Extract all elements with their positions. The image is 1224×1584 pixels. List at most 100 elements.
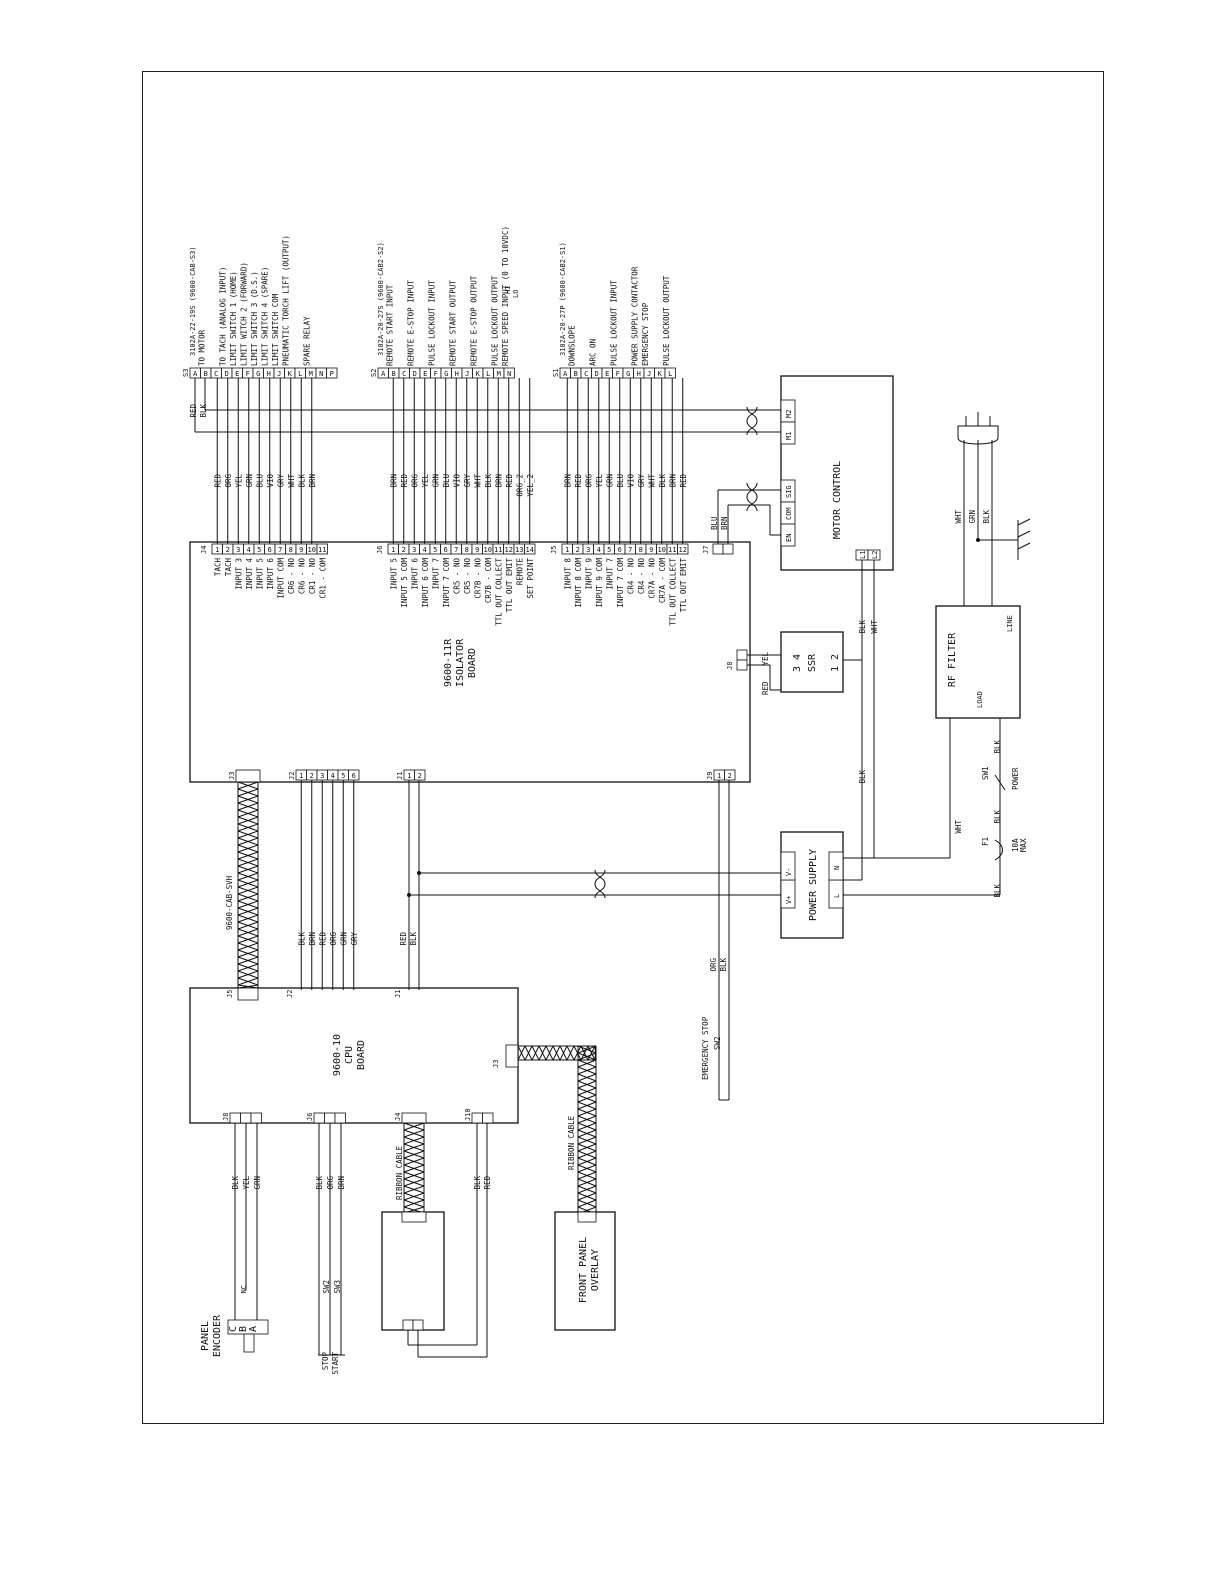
hatch xyxy=(577,1101,597,1110)
j4-wire-color: ORG xyxy=(224,474,233,488)
front-panel-title-2: OVERLAY xyxy=(590,1249,601,1291)
iso-j9-pin xyxy=(724,769,736,781)
cpu-j6-tag: J6 xyxy=(306,1113,314,1121)
j4-signal: INPUT 3 xyxy=(234,558,243,590)
ground-hatch xyxy=(1017,518,1031,526)
j4-wire-color: BLU xyxy=(255,474,264,488)
hatch xyxy=(403,1199,425,1208)
hatch xyxy=(403,1185,425,1194)
j5-header-num: 10 xyxy=(658,546,666,554)
mc-wire-blk: BLK xyxy=(858,620,867,634)
cpu-board xyxy=(189,987,519,1124)
j6-signal: TTL OUT COLLECT xyxy=(494,558,503,626)
hatch xyxy=(237,963,259,972)
hatch xyxy=(403,1157,425,1166)
s2-pin-desc: PULSE LOCKOUT OUTPUT xyxy=(491,275,500,366)
iso-j9-tag: J9 xyxy=(706,772,714,780)
s1-pin-label: E xyxy=(605,370,609,378)
j5-header-num: 3 xyxy=(586,546,590,554)
ssr-bottom-pins: 1 2 xyxy=(830,654,841,672)
s1-pin-label: F xyxy=(616,370,620,378)
hatch xyxy=(577,1073,597,1082)
cpu-j6-pin xyxy=(313,1112,325,1124)
twist-b xyxy=(746,406,758,436)
mains-wht-label: WHT xyxy=(954,510,963,524)
j10-red-label: RED xyxy=(483,1176,492,1190)
s2-pin-desc: REMOTE E-STOP INPUT xyxy=(407,280,416,366)
power-supply-title: POWER SUPPLY xyxy=(808,849,819,921)
hatch xyxy=(577,1178,597,1187)
s2-pin-desc: PULSE LOCKOUT INPUT xyxy=(428,280,437,366)
hatch xyxy=(577,1171,597,1180)
j6-wire-color: WHT xyxy=(473,474,482,488)
cpu-j10-tag: J10 xyxy=(464,1108,472,1121)
mc-wire-wht: WHT xyxy=(870,620,879,634)
j6-wire-color: BRN xyxy=(389,474,398,488)
twist-b xyxy=(746,482,758,512)
hatch xyxy=(237,914,259,923)
plug-icon xyxy=(957,425,999,445)
ps-n xyxy=(828,851,844,881)
s2-pin-label: F xyxy=(434,370,438,378)
j1-blk-label: BLK xyxy=(409,932,418,946)
j5-signal: INPUT 7 xyxy=(605,558,614,590)
hatch xyxy=(403,1192,425,1201)
iso-j2-num: 3 xyxy=(320,772,324,780)
hatch xyxy=(237,970,259,979)
s3-pin-label: P xyxy=(330,370,334,378)
j6-header-num: 5 xyxy=(433,546,437,554)
hatch xyxy=(577,1143,597,1152)
cpu-j4-tag: J4 xyxy=(394,1113,402,1121)
s3-pin-label: A xyxy=(193,370,198,378)
hatch xyxy=(237,893,259,902)
rf-filter-title: RF FILTER xyxy=(947,632,958,687)
mc-pin-m1: M1 xyxy=(785,432,793,440)
hatch xyxy=(577,1115,597,1124)
j4-wire-color: BLK xyxy=(297,474,306,488)
j5-header-num: 2 xyxy=(576,546,580,554)
s1-pin-desc: EMERGENCY STOP xyxy=(641,302,650,366)
iso-j1-num: 2 xyxy=(418,772,422,780)
j6-signal: CR5 - NO xyxy=(463,558,472,595)
j6-header-num: 12 xyxy=(505,546,513,554)
hatch xyxy=(403,1171,425,1180)
hatch xyxy=(237,900,259,909)
iso-j3 xyxy=(235,769,261,783)
hatch xyxy=(577,1066,597,1075)
dc-twisted-pair xyxy=(594,869,606,899)
estop-tag: SW2 xyxy=(713,1036,722,1050)
sig-twisted-pair xyxy=(746,482,758,512)
hatch xyxy=(237,858,259,867)
j2-bundle-color: BRN xyxy=(308,932,317,946)
j6-signal: REMOTE xyxy=(515,558,524,586)
hatch xyxy=(403,1178,425,1187)
j5-signal: TTL OUT COLLECT xyxy=(668,558,677,626)
j6-signal: CR7B - COM xyxy=(484,558,493,604)
cpu-j1-tag: J1 xyxy=(394,990,402,998)
j5-signal: CR7A - COM xyxy=(658,558,667,604)
j5-wire-color: ORG xyxy=(584,474,593,488)
j2-bundle-color: BLK xyxy=(297,932,306,946)
s3-motor-red: RED xyxy=(189,404,198,418)
mc-pin-l2: L2 xyxy=(871,551,879,559)
j6-header-num: 7 xyxy=(454,546,458,554)
s2-pin-desc: REMOTE E-STOP OUTPUT xyxy=(470,275,479,366)
hatch xyxy=(237,872,259,881)
s2-pin-label: D xyxy=(413,370,417,378)
j5-header-num: 6 xyxy=(618,546,622,554)
ribbon-cable-keypad xyxy=(403,1122,425,1214)
s3-pin-label: C xyxy=(214,370,218,378)
j4-wire-color: RED xyxy=(213,474,222,488)
j6-signal: INPUT 5 xyxy=(389,558,398,590)
fuse-symbol xyxy=(994,839,1003,861)
hatch xyxy=(577,1108,597,1117)
keypad-pin xyxy=(412,1319,424,1331)
j4-signal: CR1 - NO xyxy=(308,558,317,595)
cpu-j3 xyxy=(505,1044,519,1068)
hatch xyxy=(237,830,259,839)
s1-pin-desc: ARC ON xyxy=(589,339,598,366)
enc-wire-color: BLK xyxy=(231,1176,240,1190)
s2-pin-label: A xyxy=(381,370,386,378)
s3-header: 3102A-22-19S (9600-CAB-S3) xyxy=(189,246,197,356)
j6-signal: INPUT 7 COM xyxy=(442,558,451,608)
